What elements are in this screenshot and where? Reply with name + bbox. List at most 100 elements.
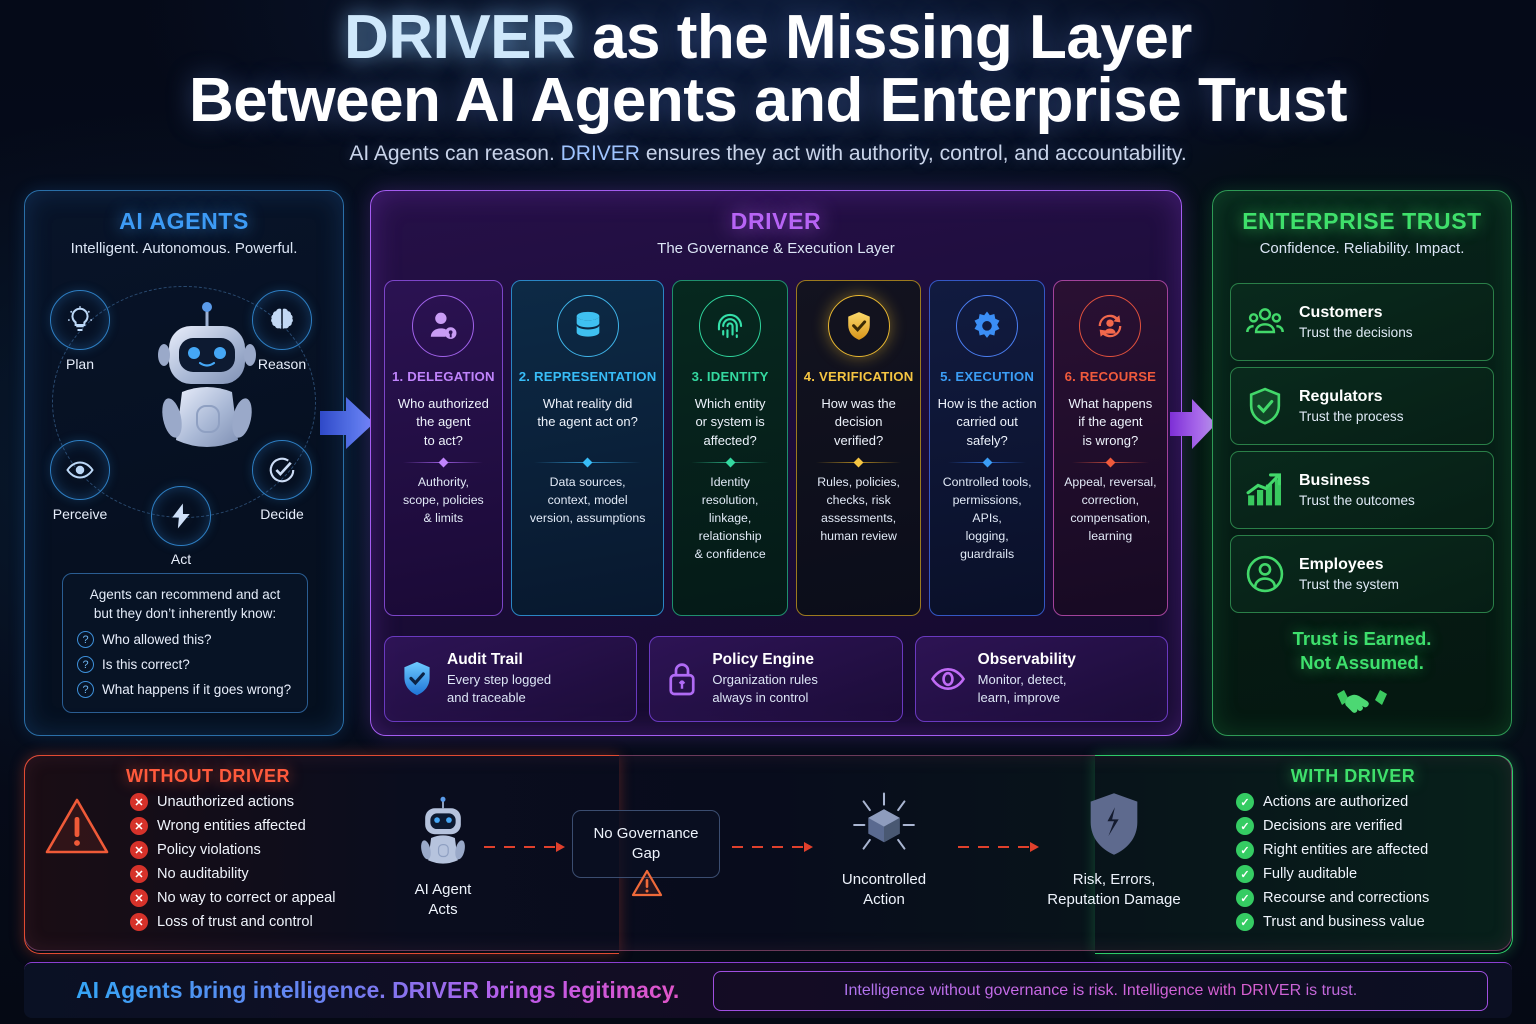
feature-desc: Every step logged and traceable — [447, 671, 551, 706]
flow-arrow-1 — [484, 846, 556, 848]
card-detail: Rules, policies, checks, risk assessment… — [817, 474, 900, 545]
capability-node-act[interactable] — [151, 486, 211, 546]
list-item: ✓Recourse and corrections — [1236, 889, 1508, 907]
trust-row-title: Customers — [1299, 304, 1383, 321]
capability-label-act: Act — [170, 551, 192, 567]
q-line: decision — [834, 414, 883, 430]
card-question: Which entity or system is affected? — [695, 395, 766, 450]
x-circle-icon: ✕ — [130, 865, 148, 883]
card-question: How is the action carried out safely? — [938, 395, 1037, 450]
feature-title: Observability — [977, 651, 1076, 669]
user-reverse-glyph — [1099, 314, 1122, 338]
card-name: 1. DELEGATION — [392, 369, 495, 384]
driver-card-verification[interactable]: 4. VERIFICATION How was the decision ver… — [795, 280, 922, 616]
ai-agents-title: AI AGENTS — [119, 208, 249, 234]
trust-earned-block: Trust is Earned. Not Assumed. — [1230, 627, 1494, 727]
question-mark-icon: ? — [77, 681, 94, 699]
q-line: the agent act on? — [537, 414, 638, 430]
d-line: assessments, — [821, 511, 897, 526]
shield-check-icon — [1249, 387, 1281, 425]
flow-step-agent-acts: AI Agent Acts — [388, 796, 498, 920]
failure-flow: AI Agent Acts No Governance Gap — [366, 782, 1196, 944]
title-rest: as the Missing Layer — [575, 3, 1192, 72]
card-question: Who authorized the agent to act? — [398, 395, 489, 450]
item-label: Fully auditable — [1263, 866, 1358, 882]
database-glyph — [576, 311, 599, 337]
check-circle-icon: ✓ — [1236, 913, 1254, 931]
shield-check-icon — [404, 661, 430, 696]
page-header: DRIVER as the Missing Layer Between AI A… — [0, 6, 1536, 166]
q-line: What happens — [1068, 396, 1153, 411]
user-circle-icon — [1246, 555, 1284, 593]
fingerprint-glyph — [717, 313, 743, 339]
item-label: Wrong entities affected — [157, 818, 306, 834]
capability-label-perceive: Perceive — [52, 506, 108, 522]
comparison-panel — [23, 754, 1513, 954]
driver-card-recourse[interactable]: 6. RECOURSE What happens if the agent is… — [1052, 280, 1169, 616]
item-label: Right entities are affected — [1263, 842, 1429, 858]
ai-agents-header: AI AGENTS Intelligent. Autonomous. Power… — [24, 190, 344, 257]
subtitle-part-b: ensures they act with authority, control… — [639, 142, 1187, 166]
d-line: context, model — [547, 492, 628, 507]
x-circle-icon: ✕ — [130, 913, 148, 931]
list-item: ✕Wrong entities affected — [130, 817, 378, 835]
agent-capability-orbit: Plan Reason Perceive Decide — [24, 268, 344, 568]
d-line: correction, — [1081, 493, 1140, 508]
card-divider — [691, 457, 769, 468]
list-item: ✓Decisions are verified — [1236, 817, 1508, 835]
robot-icon — [421, 796, 465, 864]
d-line: Appeal, reversal, — [1064, 475, 1157, 490]
card-question: What reality did the agent act on? — [537, 395, 637, 432]
card-name: 3. IDENTITY — [691, 369, 769, 384]
q-line: the agent — [416, 414, 471, 430]
trust-row-employees[interactable]: Employees Trust the system — [1230, 535, 1494, 613]
driver-card-delegation[interactable]: 1. DELEGATION Who authorized the agent t… — [384, 280, 503, 616]
unknowns-intro-line1: Agents can recommend and act — [89, 587, 281, 602]
capability-node-plan[interactable] — [50, 290, 110, 350]
list-item: ✕No auditability — [130, 865, 378, 883]
gap-line: Gap — [631, 845, 661, 862]
flow-caption: AI Agent Acts — [388, 880, 498, 920]
user-reverse-icon — [1079, 295, 1142, 357]
capability-node-perceive[interactable] — [50, 440, 110, 500]
card-divider — [948, 457, 1026, 468]
question-mark-icon: ? — [77, 631, 94, 649]
capability-label-reason: Reason — [257, 356, 307, 372]
card-name: 5. EXECUTION — [940, 369, 1035, 384]
list-item: ✕No way to correct or appeal — [130, 889, 378, 907]
list-item: ✓Right entities are affected — [1236, 841, 1508, 859]
trust-row-customers[interactable]: Customers Trust the decisions — [1230, 283, 1494, 361]
feature-observability[interactable]: Observability Monitor, detect, learn, im… — [914, 636, 1168, 722]
footer-boxed-statement: Intelligence without governance is risk.… — [713, 970, 1488, 1011]
page-subtitle: AI Agents can reason. DRIVER ensures the… — [0, 142, 1536, 166]
user-key-glyph — [431, 312, 457, 339]
subtitle-part-a: AI Agents can reason. — [349, 142, 561, 166]
feature-audit-trail[interactable]: Audit Trail Every step logged and tracea… — [384, 636, 638, 722]
trust-row-business[interactable]: Business Trust the outcomes — [1230, 451, 1494, 529]
driver-card-identity[interactable]: 3. IDENTITY Which entity or system is af… — [672, 280, 788, 616]
without-driver-block: WITHOUT DRIVER ✕Unauthorized actions ✕Wr… — [38, 766, 378, 931]
people-group-icon — [1246, 308, 1284, 334]
cap-line: Reputation Damage — [1047, 891, 1181, 909]
gap-line: No Governance — [593, 825, 699, 843]
feature-desc: Organization rules always in control — [712, 671, 818, 706]
title-line-2: Between AI Agents and Enterprise Trust — [188, 66, 1348, 136]
capability-node-reason[interactable] — [252, 290, 312, 350]
footer-tagline: AI Agents bring intelligence. DRIVER bri… — [76, 977, 680, 1003]
q-line: What reality did — [542, 396, 633, 411]
q-line: How is the action — [937, 396, 1037, 411]
driver-title: DRIVER — [730, 208, 822, 234]
item-label: Trust and business value — [1263, 914, 1425, 930]
fd-line: learn, improve — [977, 690, 1061, 705]
feature-policy-engine[interactable]: Policy Engine Organization rules always … — [649, 636, 903, 722]
driver-card-execution[interactable]: 5. EXECUTION How is the action carried o… — [929, 280, 1045, 616]
capability-node-decide[interactable] — [252, 440, 312, 500]
trust-header: ENTERPRISE TRUST Confidence. Reliability… — [1212, 190, 1512, 257]
cap-line: Risk, Errors, — [1072, 871, 1156, 888]
d-line: compensation, — [1070, 511, 1151, 526]
flow-step-uncontrolled-action: Uncontrolled Action — [824, 792, 944, 910]
q-line: or system is — [695, 414, 765, 430]
trust-row-regulators[interactable]: Regulators Trust the process — [1230, 367, 1494, 445]
driver-card-representation[interactable]: 2. REPRESENTATION What reality did the a… — [510, 280, 665, 616]
card-divider — [815, 457, 902, 468]
